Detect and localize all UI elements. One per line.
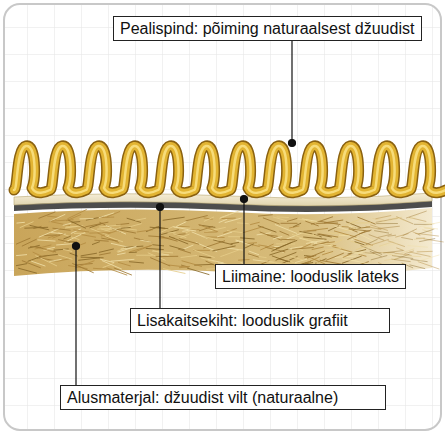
layer-label: Lisakaitsekiht: looduslik grafiit — [137, 312, 348, 329]
label-box: Lisakaitsekiht: looduslik grafiit — [130, 308, 390, 333]
layer-label: Pealispind: põiming naturaalsest džuudis… — [120, 20, 414, 37]
layer-label: Alusmaterjal: džuudist vilt (naturaalne) — [67, 389, 338, 406]
label-box: Pealispind: põiming naturaalsest džuudis… — [113, 16, 422, 41]
label-box: Liimaine: looduslik lateks — [215, 264, 406, 289]
layer-label: Liimaine: looduslik lateks — [222, 268, 399, 285]
label-box: Alusmaterjal: džuudist vilt (naturaalne) — [60, 385, 386, 410]
